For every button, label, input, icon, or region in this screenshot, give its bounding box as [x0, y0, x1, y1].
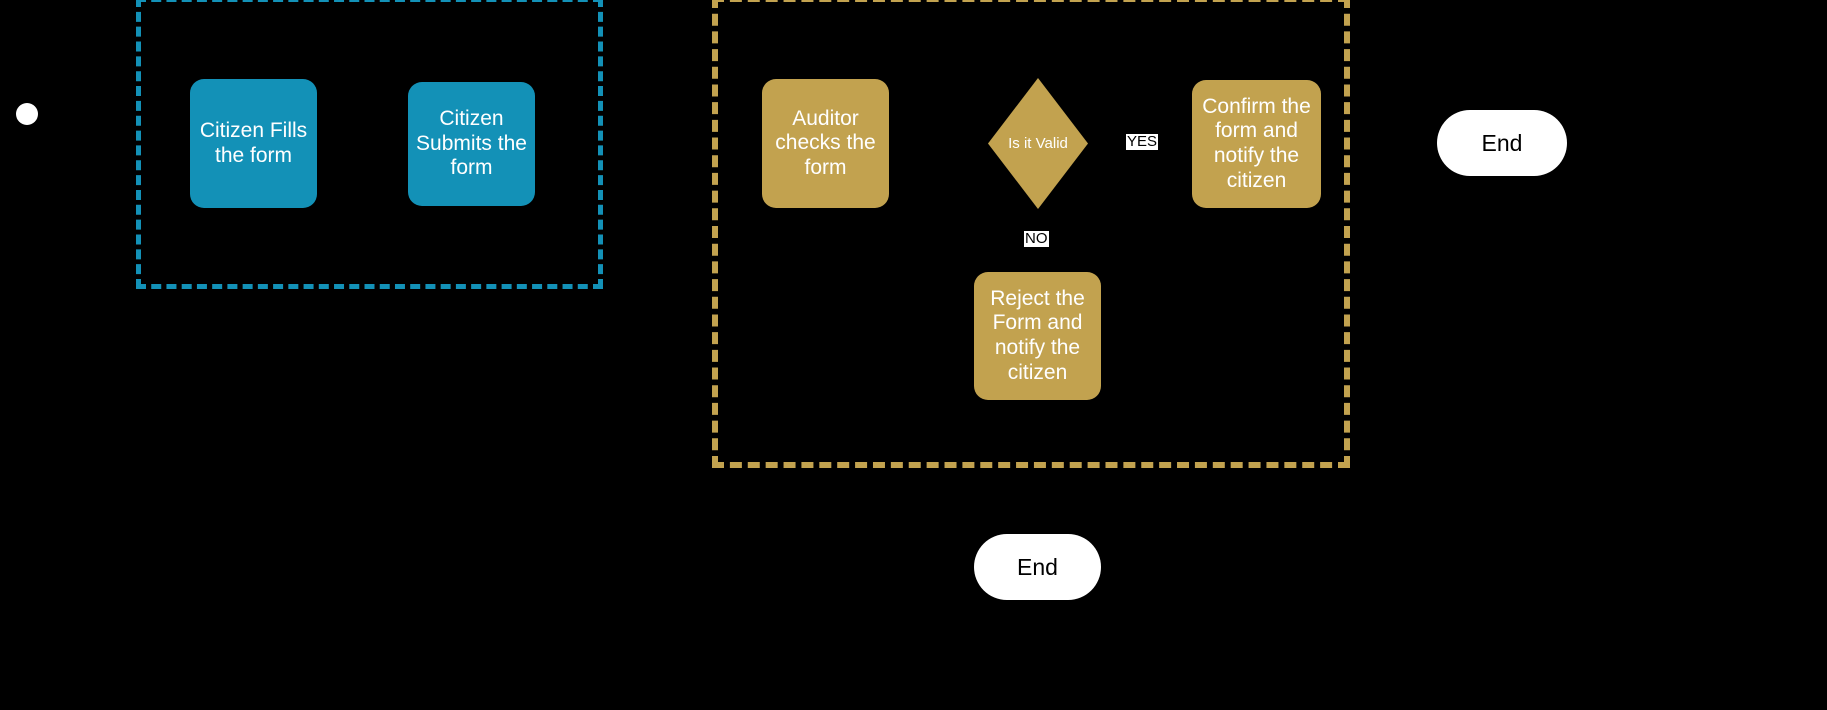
end-event-label: End — [1017, 553, 1058, 580]
diamond-icon — [988, 78, 1088, 209]
lane-auditor-container[interactable] — [712, 0, 1350, 468]
end-event-bottom[interactable]: End — [974, 534, 1101, 600]
edge-label-yes: YES — [1126, 133, 1159, 150]
task-citizen-fills-the-form[interactable]: Citizen Fills the form — [190, 79, 317, 208]
task-label: Auditor checks the form — [775, 106, 876, 179]
start-event-node[interactable] — [16, 103, 38, 125]
edge-label-no: NO — [1024, 230, 1049, 247]
task-citizen-submits-the-form[interactable]: Citizen Submits the form — [408, 82, 535, 206]
task-label: Citizen Submits the form — [416, 107, 527, 180]
end-event-label: End — [1481, 129, 1523, 156]
lane-citizen-container[interactable] — [136, 0, 603, 289]
task-confirm-form-and-notify-citizen[interactable]: Confirm the form and notify the citizen — [1192, 80, 1321, 208]
task-label: Confirm the form and notify the citizen — [1202, 94, 1311, 192]
task-label: Reject the Form and notify the citizen — [990, 286, 1085, 384]
task-reject-form-and-notify-citizen[interactable]: Reject the Form and notify the citizen — [974, 272, 1101, 400]
task-label: Citizen Fills the form — [199, 118, 308, 167]
end-event-right[interactable]: End — [1437, 110, 1567, 176]
task-auditor-checks-the-form[interactable]: Auditor checks the form — [762, 79, 889, 208]
decision-is-it-valid[interactable]: Is it Valid — [988, 78, 1088, 209]
